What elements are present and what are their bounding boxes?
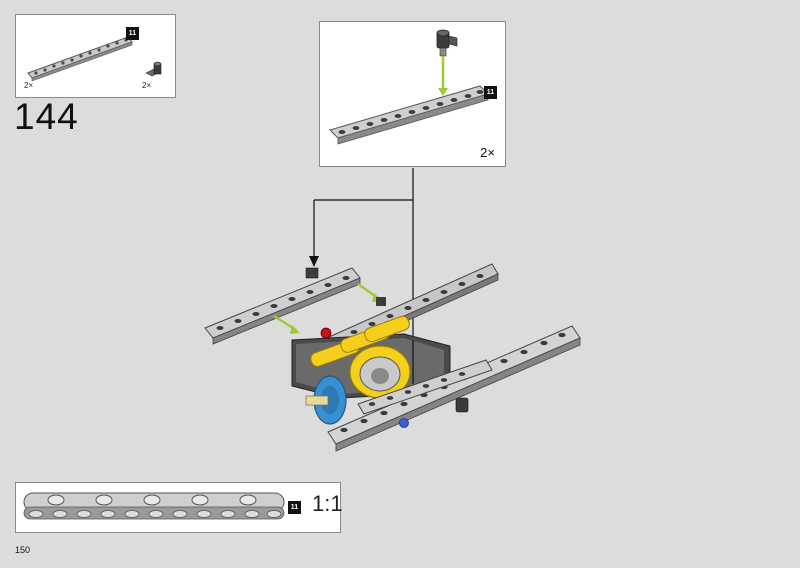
blue-gear [305, 375, 347, 425]
axle-pin-connector-icon [145, 61, 162, 77]
liftarm-top-left [204, 267, 361, 345]
axle-pin-connector-icon [436, 29, 458, 57]
length-badge: 11 [484, 86, 497, 99]
scale-guide: 11 1:1 [15, 482, 343, 533]
liftarm-back-right [299, 263, 499, 367]
liftarm-front [327, 325, 581, 452]
connector-part [376, 297, 386, 306]
scale-liftarm-illustration [23, 492, 285, 520]
liftarm-middle [357, 359, 493, 415]
arrow-head-icon [290, 325, 300, 334]
step-number: 144 [14, 96, 79, 137]
placement-arrow-icon [313, 168, 414, 382]
arrow-head-icon [309, 256, 319, 267]
liftarm-11-icon [27, 36, 133, 82]
sub-assembly-callout: 11 2× [319, 21, 506, 167]
differential-frame [291, 327, 451, 399]
liftarm-11-icon [23, 492, 285, 520]
parts-illustration [27, 36, 162, 82]
yellow-gear-assembly [310, 315, 411, 399]
liftarm-11-icon [329, 85, 489, 145]
sub-assembly-illustration [329, 29, 489, 145]
sub-assembly-qty: 2× [480, 145, 495, 160]
page-number: 150 [15, 545, 31, 555]
arrow-head-icon [407, 379, 419, 393]
part-qty-liftarm: 2× [24, 81, 34, 90]
assembly-arrow-icon [438, 56, 448, 96]
assembly-arrow-icon [273, 282, 379, 332]
length-badge: 11 [126, 27, 139, 40]
part-qty-connector: 2× [142, 81, 152, 90]
arrow-head-icon [372, 293, 382, 302]
parts-callout: 11 2× 2× [15, 14, 176, 98]
scale-ratio: 1:1 [312, 491, 343, 516]
length-badge: 11 [288, 501, 301, 514]
